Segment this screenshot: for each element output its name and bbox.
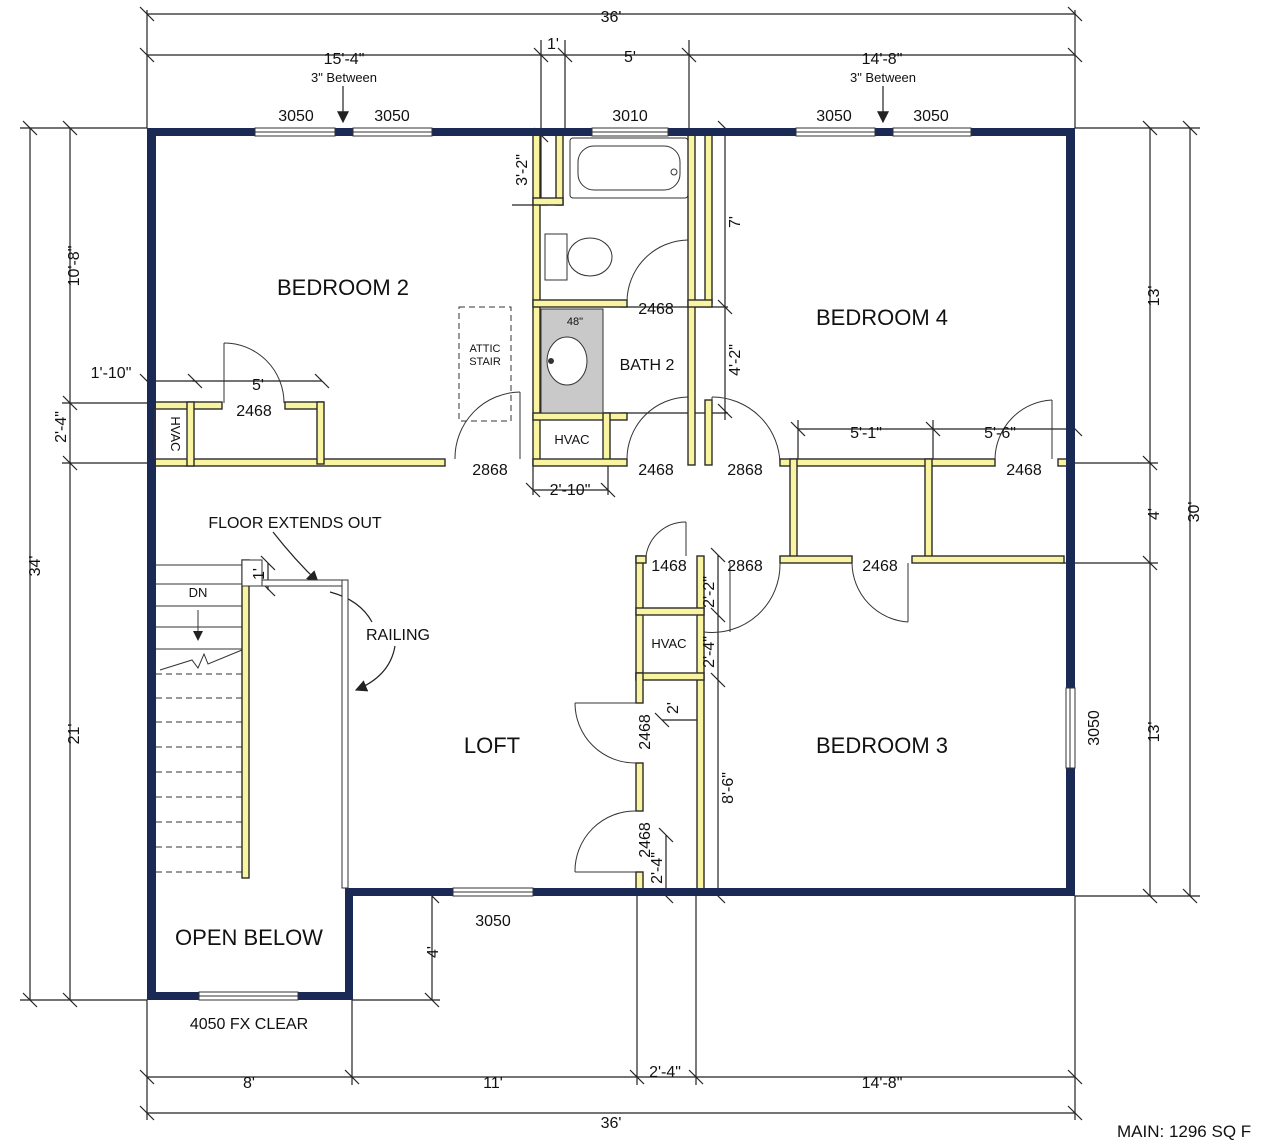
attic-stair-label-1: ATTIC [470,343,501,355]
dim-bottom-11: 11' [483,1075,503,1092]
dim-left-34: 34' [27,556,44,577]
vanity-size-label: 48" [567,316,583,328]
fixtures [154,137,698,889]
dim-hvac-2-10: 2'-10" [550,482,591,499]
dim-bottom-2-4: 2'-4" [649,1064,681,1081]
dim-left-21: 21' [66,724,83,745]
windows [198,127,1076,1001]
hvac-label-left: HVAC [168,416,183,451]
dim-hall-2: 2' [665,702,682,714]
room-label-bedroom-4: BEDROOM 4 [816,305,948,330]
hvac-label-bath: HVAC [554,432,589,447]
hvac-label-hall: HVAC [651,636,686,651]
door-label-hvac-bath: 2468 [638,462,674,479]
dim-left-1-10: 1'-10" [91,365,132,382]
door-label-bedroom-3-closet: 2468 [862,558,898,575]
between-note-right: 3" Between [850,70,916,85]
door-label-loft-closet-1: 2468 [637,714,654,750]
attic-stair-label-2: STAIR [469,356,501,368]
interior-walls [154,134,1069,891]
dim-top-5: 5' [624,49,636,66]
door-labels: 2468 2468 2868 2468 2868 2468 1468 2868 … [236,301,1042,858]
dim-bath-7: 7' [727,216,744,228]
dim-closet-5: 5' [252,377,264,394]
dim-right-4: 4' [1146,508,1163,520]
dim-jog-4: 4' [425,946,442,958]
floor-extends-note: FLOOR EXTENDS OUT [208,515,382,532]
dim-bottom-total: 36' [601,1115,622,1132]
window-label-top-5: 3050 [913,108,949,125]
door-label-hvac-closet: 2468 [236,403,272,420]
dim-right-13-top: 13' [1146,286,1163,307]
dim-closet-5-6: 5'-6" [984,425,1016,442]
fx-clear-note: 4050 FX CLEAR [190,1016,308,1033]
railing-note: RAILING [366,627,430,644]
dim-right-30: 30' [1186,502,1203,523]
dim-top-1: 1' [547,36,559,53]
dim-top-left: 15'-4" [324,51,365,68]
room-label-bath-2: BATH 2 [620,357,675,374]
dim-top-right: 14'-8" [862,51,903,68]
dim-hall-2-2: 2'-2" [701,576,718,608]
exterior-walls [147,128,1075,1000]
door-label-loft-closet-2: 2468 [637,822,654,858]
door-label-bath: 2468 [638,301,674,318]
window-label-bottom: 3050 [475,913,511,930]
window-labels: 3050 3050 3010 3050 3050 3050 3050 [278,108,1103,930]
door-label-bedroom-3: 2868 [727,558,763,575]
window-label-top-4: 3050 [816,108,852,125]
dim-closet-5-1: 5'-1" [850,425,882,442]
dim-hall-8-6: 8'-6" [720,772,737,804]
door-label-bedroom-2: 2868 [472,462,508,479]
dimension-labels: 36' 15'-4" 1' 5' 14'-8" 34' 10'-8" 21' 2… [27,9,1203,1132]
dim-bath-4-2: 4'-2" [727,344,744,376]
dim-top-total: 36' [601,9,622,26]
window-label-top-2: 3050 [374,108,410,125]
dim-left-10-8: 10'-8" [66,246,83,287]
window-label-top-3: 3010 [612,108,648,125]
room-label-bedroom-3: BEDROOM 3 [816,733,948,758]
door-label-bedroom-4-closet: 2468 [1006,462,1042,479]
door-swings [223,239,1053,873]
dim-bottom-14-8: 14'-8" [862,1075,903,1092]
between-note-left: 3" Between [311,70,377,85]
dim-stair-1: 1' [251,568,268,580]
dim-bottom-8: 8' [243,1075,255,1092]
window-label-top-1: 3050 [278,108,314,125]
door-label-bedroom-4: 2868 [727,462,763,479]
dim-bath-3-2: 3'-2" [514,154,531,186]
dim-hall-2-4: 2'-4" [701,636,718,668]
window-label-right: 3050 [1086,710,1103,746]
room-label-open-below: OPEN BELOW [175,925,323,950]
main-area-note: MAIN: 1296 SQ F [1117,1122,1252,1141]
dim-left-2-4: 2'-4" [53,411,70,443]
room-label-loft: LOFT [464,733,520,758]
dim-right-13-bottom: 13' [1146,722,1163,743]
room-label-bedroom-2: BEDROOM 2 [277,275,409,300]
door-label-linen: 1468 [651,558,687,575]
stairs-down-label: DN [189,585,208,600]
dim-hall-2-4-low: 2'-4" [649,852,666,884]
dimension-lines [20,6,1200,1121]
